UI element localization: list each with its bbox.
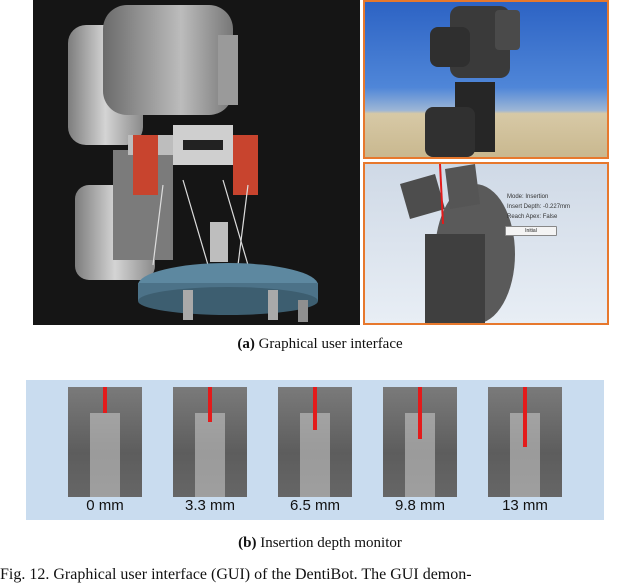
caption-b: (b) Insertion depth monitor [0,535,640,552]
tooth-model [195,413,225,497]
file-tip-indicator [523,387,527,447]
depth-label: 6.5 mm [289,497,340,514]
depth-label: 9.8 mm [394,497,445,514]
hud-mode-text: Mode: Insertion [507,194,549,200]
tooth-model [90,413,120,497]
depth-frame [278,387,352,497]
robot-photo-illustration [68,5,318,322]
caption-a: (a) Graphical user interface [0,336,640,353]
robot-photo [33,0,360,325]
simulator-close-up-render [400,164,515,323]
depth-frame [488,387,562,497]
hud-initial-button[interactable]: Initial [505,226,557,236]
depth-label: 13 mm [502,497,548,514]
file-tip-indicator [103,387,107,413]
simulator-view-bottom: Mode: Insertion Insert Depth: -0.227mm R… [363,162,609,325]
caption-a-label: (a) [237,336,255,352]
insertion-depth-monitor: 0 mm 3.3 mm 6.5 mm 9.8 mm 13 mm [26,380,604,520]
depth-label: 3.3 mm [184,497,235,514]
hud-insert-depth-text: Insert Depth: -0.227mm [507,204,571,210]
caption-b-text: Insertion depth monitor [260,535,402,551]
simulator-robot-render [425,6,520,157]
depth-frame [383,387,457,497]
depth-frame [173,387,247,497]
file-tip-indicator [313,387,317,430]
simulator-view-top [363,0,609,159]
depth-frame [68,387,142,497]
file-tip-indicator [208,387,212,422]
file-tip-indicator [418,387,422,439]
hud-reach-apex-text: Reach Apex: False [507,214,558,220]
depth-label: 0 mm [86,497,124,514]
caption-b-label: (b) [238,535,257,551]
figure-caption: Fig. 12. Graphical user interface (GUI) … [0,566,472,583]
caption-a-text: Graphical user interface [258,336,403,352]
